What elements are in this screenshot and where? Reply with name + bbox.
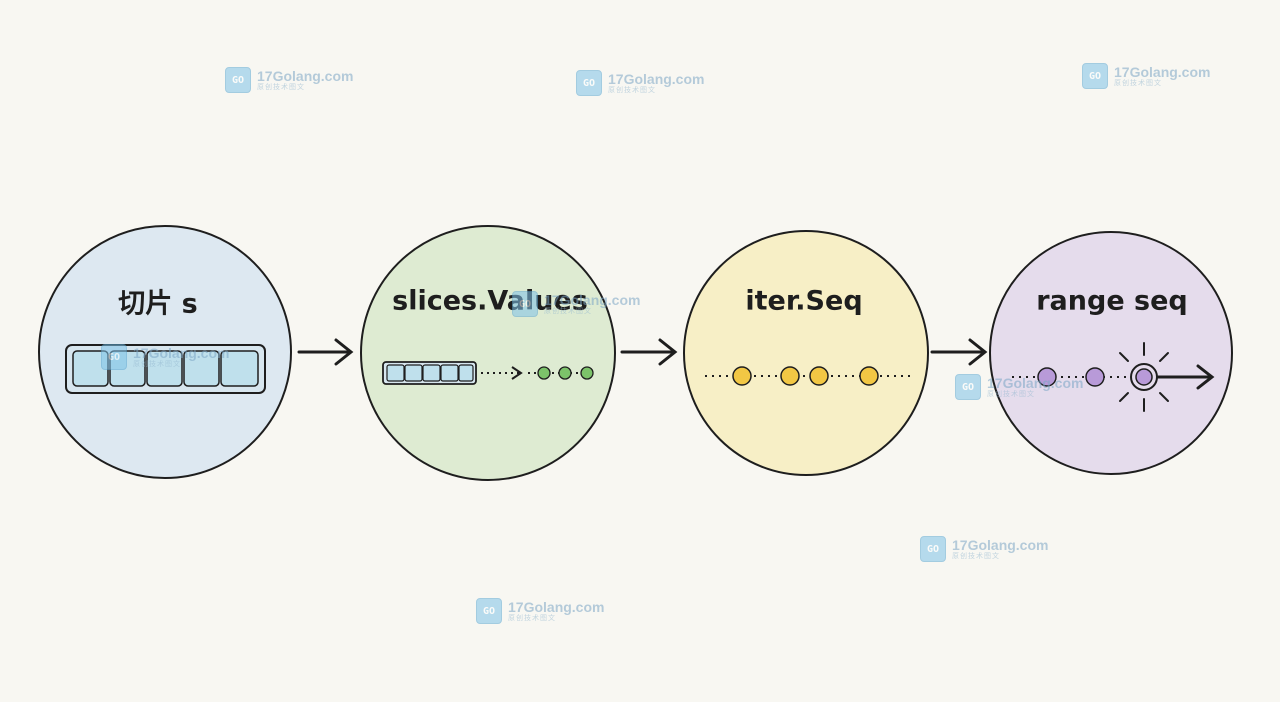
- stage-circle-iter-seq: [683, 230, 929, 476]
- stage-label-range-seq: range seq: [1036, 285, 1188, 317]
- stage-circle-slices-values: [360, 225, 616, 481]
- stage-label-slices-values: slices.Values: [392, 285, 588, 317]
- arrow-1: [297, 338, 354, 366]
- arrow-3: [930, 338, 988, 366]
- slice-array-icon: [65, 344, 266, 394]
- sequence-dots-icon: [705, 366, 910, 386]
- range-consume-icon: [1012, 342, 1215, 412]
- values-emitter-icon: [382, 361, 594, 385]
- stage-circle-range-seq: [989, 231, 1233, 475]
- stage-label-iter-seq: iter.Seq: [745, 285, 863, 317]
- stage-label-slice: 切片 s: [118, 288, 198, 320]
- arrow-2: [620, 338, 678, 366]
